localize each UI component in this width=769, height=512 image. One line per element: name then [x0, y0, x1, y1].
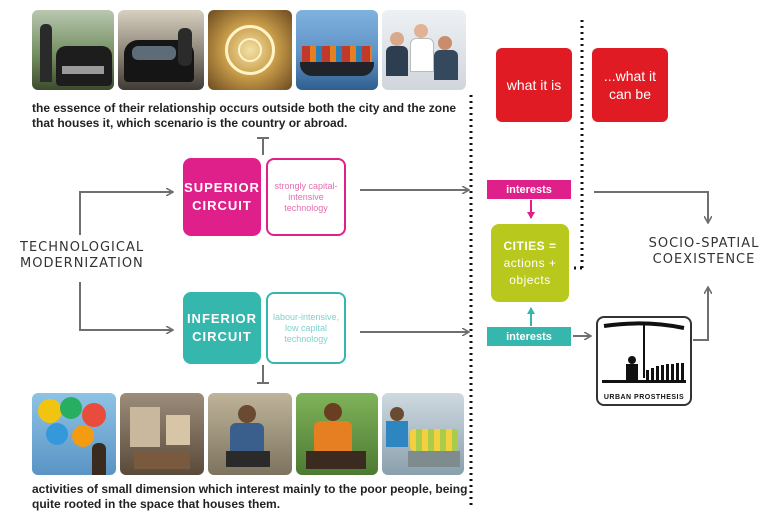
what-it-can-be-text: ...what it can be — [603, 68, 657, 102]
cities-line3: objects — [509, 272, 551, 287]
photo-mall-atrium — [208, 10, 292, 90]
superior-circuit-box: SUPERIOR CIRCUIT — [183, 158, 261, 236]
cities-line2: actions + — [503, 255, 557, 270]
socio-spatial-coexistence-label: SOCIO-SPATIAL COEXISTENCE — [648, 236, 760, 267]
photo-car-driver — [118, 10, 204, 90]
photo-balloon-vendor — [32, 393, 116, 475]
top-caption: the essence of their relationship occurs… — [32, 101, 457, 130]
photo-street-stall — [120, 393, 204, 475]
what-it-can-be-box: ...what it can be — [592, 48, 668, 122]
inferior-title-line2: CIRCUIT — [192, 329, 252, 344]
what-it-is-text: what it is — [506, 77, 562, 93]
superior-detail-box: strongly capital-intensive technology — [266, 158, 346, 236]
inferior-title-line1: INFERIOR — [186, 311, 258, 326]
what-it-is-box: what it is — [496, 48, 572, 122]
inferior-circuit-box: INFERIOR CIRCUIT — [183, 292, 261, 364]
urban-prosthesis-label: URBAN PROSTHESIS — [603, 394, 685, 401]
cities-box: CITIES = actions + objects — [491, 224, 569, 302]
technological-modernization-label: TECHNOLOGICAL MODERNIZATION — [20, 240, 145, 271]
interests-bottom-pill: interests — [487, 327, 571, 346]
inferior-detail-text: labour-intensive, low capital technology — [272, 311, 340, 344]
urban-prosthesis-icon: URBAN PROSTHESIS — [596, 316, 692, 406]
photo-food-vendor — [296, 393, 378, 475]
photo-shoeshine-man — [208, 393, 292, 475]
superior-title-line2: CIRCUIT — [192, 198, 252, 213]
bottom-caption: activities of small dimension which inte… — [32, 482, 468, 511]
interests-top-pill: interests — [487, 180, 571, 199]
superior-title-line1: SUPERIOR — [184, 180, 260, 195]
photo-cargo-ship — [296, 10, 378, 90]
cities-line1: CITIES = — [503, 238, 557, 253]
photo-fruit-market — [382, 393, 464, 475]
photo-business-men — [32, 10, 114, 90]
photo-office-team — [382, 10, 466, 90]
inferior-detail-box: labour-intensive, low capital technology — [266, 292, 346, 364]
superior-detail-text: strongly capital-intensive technology — [274, 180, 338, 213]
